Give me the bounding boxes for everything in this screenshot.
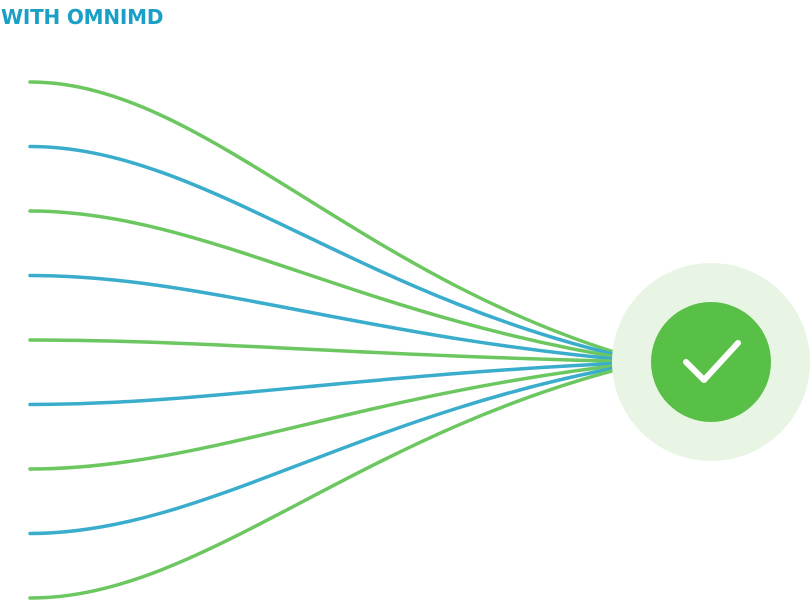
diagram-title: WITH OMNIMD — [1, 5, 164, 29]
flow-line-1 — [28, 80, 650, 364]
flow-line-8 — [28, 360, 650, 536]
check-icon — [683, 340, 741, 383]
flow-line-4 — [28, 273, 650, 364]
converging-lines — [28, 80, 650, 600]
success-badge — [651, 302, 771, 422]
flow-line-3 — [28, 209, 650, 364]
flow-line-7 — [28, 360, 650, 471]
flow-line-6 — [28, 360, 650, 407]
flow-line-9 — [28, 360, 650, 600]
flow-line-2 — [28, 144, 650, 364]
flow-line-5 — [28, 338, 650, 364]
